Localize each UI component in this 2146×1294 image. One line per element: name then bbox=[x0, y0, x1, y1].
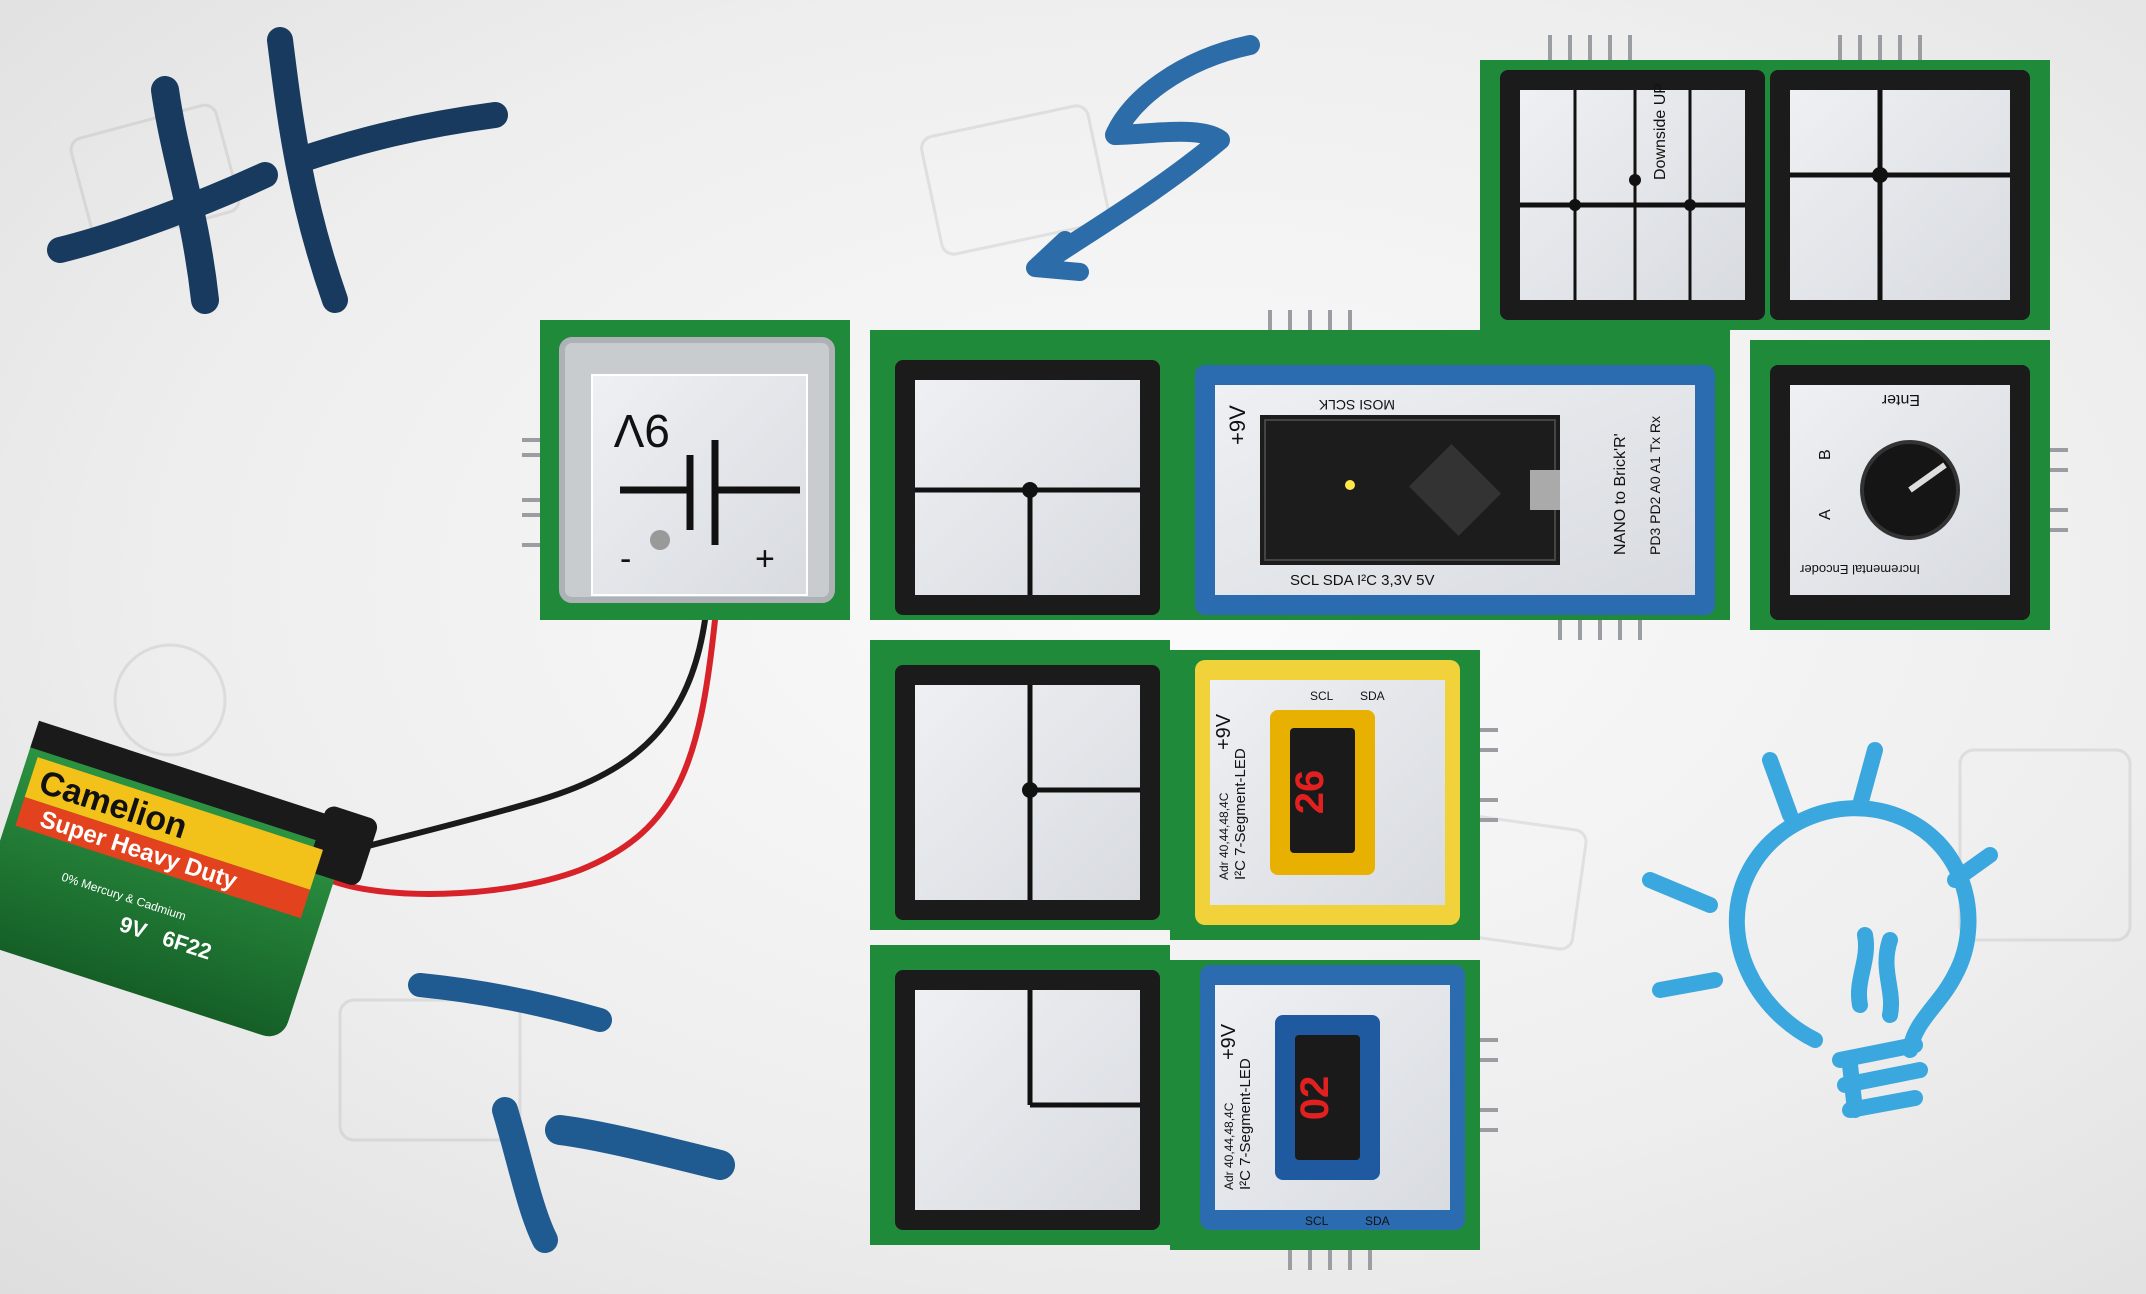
nano-title: NANO to Brick'R' bbox=[1612, 433, 1629, 555]
segment-yellow-power: +9V bbox=[1213, 713, 1235, 750]
encoder-enter: Enter bbox=[1881, 391, 1920, 408]
segment-blue-title: I²C 7-Segment-LED bbox=[1237, 1058, 1254, 1190]
battery-brick-label: 9V bbox=[613, 405, 670, 457]
lightbulb-doodle bbox=[1642, 742, 1998, 1118]
nano-bottom-labels: SCL SDA I²C 3,3V 5V bbox=[1290, 572, 1435, 589]
nano-pins: PD3 PD2 A0 A1 Tx Rx bbox=[1647, 416, 1663, 555]
capacitor-scribble bbox=[47, 27, 508, 314]
wire-brick-corner bbox=[870, 945, 1170, 1245]
wire-brick-cross bbox=[870, 640, 1170, 930]
segment-blue-sda: SDA bbox=[1365, 1214, 1390, 1228]
plus-minus-scribble bbox=[408, 973, 735, 1253]
segment-brick-yellow: 26 I²C 7-Segment-LED Adr 40,44,48,4C +9V… bbox=[1170, 650, 1480, 940]
tee-brick-top bbox=[1770, 60, 2050, 330]
segment-blue-addr: Adr 40,44,48,4C bbox=[1222, 1102, 1236, 1190]
lightning-scribble bbox=[1026, 35, 1260, 281]
decision-label: Downside UP bbox=[1652, 83, 1669, 180]
encoder-label: Incremental Encoder bbox=[1799, 562, 1920, 577]
decision-brick: Downside UP bbox=[1480, 60, 1780, 330]
segment-yellow-scl: SCL bbox=[1310, 689, 1334, 703]
battery-9v: Camelion Super Heavy Duty 0% Mercury & C… bbox=[0, 720, 378, 1037]
wire-brick-tee bbox=[870, 330, 1170, 620]
segment-yellow-addr: Adr 40,44,48,4C bbox=[1217, 792, 1231, 880]
battery-brick: 9V - + bbox=[540, 320, 850, 620]
encoder-a: A bbox=[1817, 509, 1834, 520]
nano-brick: +9V MOSI SCLK SCL SDA I²C 3,3V 5V NANO t… bbox=[1170, 330, 1730, 620]
nano-top-labels: MOSI SCLK bbox=[1318, 397, 1395, 413]
nano-power: +9V bbox=[1225, 405, 1250, 445]
battery-brick-plus: + bbox=[755, 540, 775, 578]
segment-yellow-title: I²C 7-Segment-LED bbox=[1232, 748, 1249, 880]
connector-pins bbox=[522, 35, 2068, 1270]
battery-brick-minus: - bbox=[620, 540, 631, 578]
encoder-b: B bbox=[1817, 449, 1834, 460]
segment-blue-scl: SCL bbox=[1305, 1214, 1329, 1228]
segment-yellow-sda: SDA bbox=[1360, 689, 1385, 703]
segment-blue-power: +9V bbox=[1218, 1023, 1240, 1060]
segment-blue-digits: 02 bbox=[1293, 1076, 1337, 1121]
segment-yellow-digits: 26 bbox=[1288, 770, 1332, 815]
segment-brick-blue: 02 I²C 7-Segment-LED Adr 40,44,48,4C +9V… bbox=[1170, 960, 1480, 1250]
encoder-brick: Enter A B Incremental Encoder bbox=[1750, 340, 2050, 630]
